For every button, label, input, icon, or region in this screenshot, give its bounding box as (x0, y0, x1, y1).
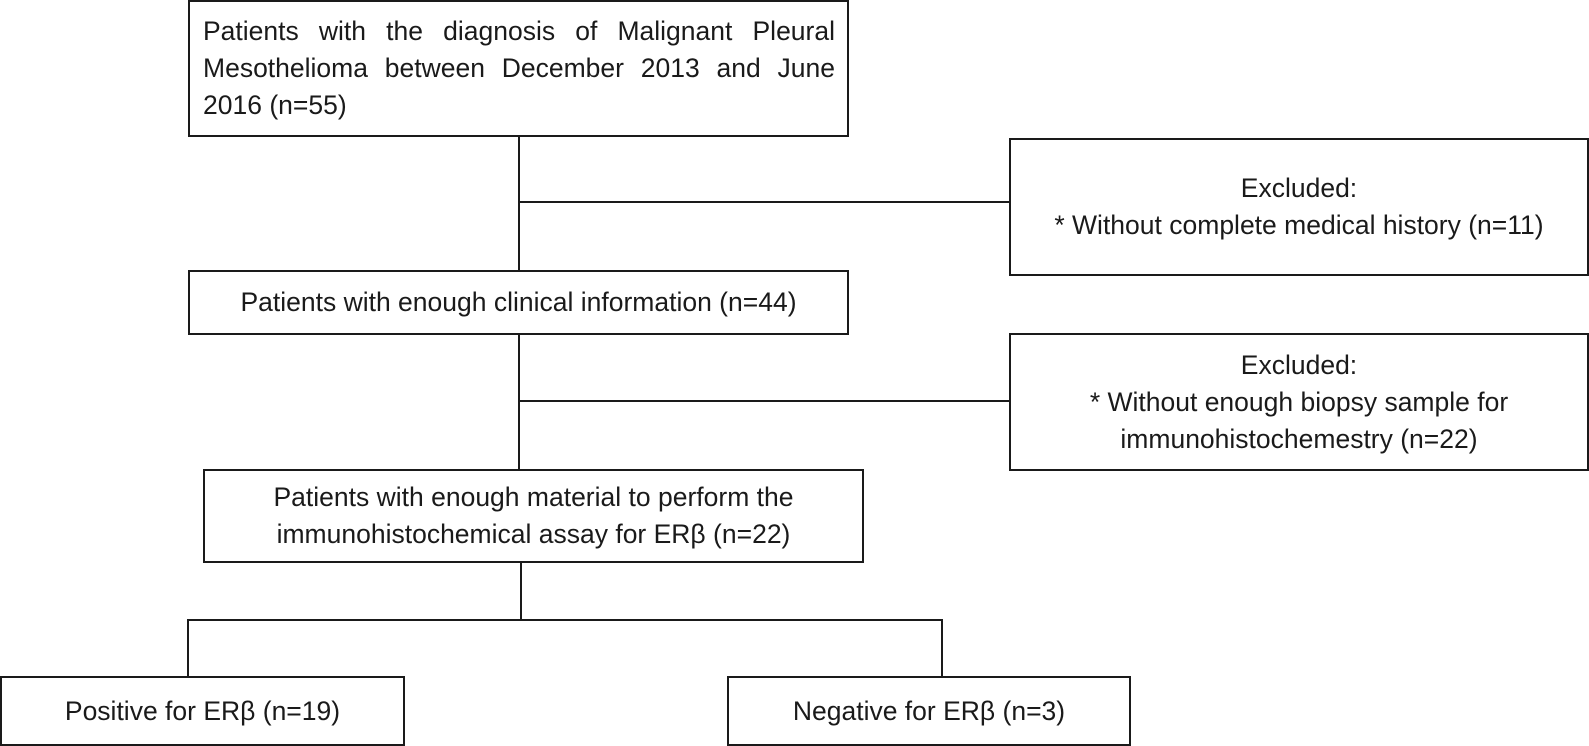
box-negative-erb-text: Negative for ERβ (n=3) (792, 695, 1066, 726)
connector-to-excluded-1 (518, 201, 1010, 203)
connector-material-down (520, 561, 522, 619)
connector-split-horizontal (187, 619, 943, 621)
box-clinical-information: Patients with enough clinical informatio… (188, 270, 849, 335)
box-negative-erb: Negative for ERβ (n=3) (727, 676, 1131, 746)
box-clinical-information-text: Patients with enough clinical informatio… (240, 287, 797, 317)
excluded-2-heading: Excluded: (1240, 349, 1358, 380)
excluded-1-reason: * Without complete medical history (n=11… (1054, 210, 1544, 240)
connector-to-excluded-2 (518, 400, 1010, 402)
box-material-assay-text: Patients with enough material to perform… (273, 482, 794, 549)
excluded-2-reason-line1: * Without enough biopsy sample for (1089, 386, 1509, 417)
connector-to-positive (187, 619, 189, 677)
connector-initial-to-clinical (518, 135, 520, 271)
excluded-1-heading: Excluded: (1240, 173, 1358, 203)
connector-to-negative (941, 619, 943, 677)
box-initial-patients-text: Patients with the diagnosis of Malignant… (203, 16, 835, 120)
box-initial-patients: Patients with the diagnosis of Malignant… (188, 0, 849, 137)
box-material-assay: Patients with enough material to perform… (203, 469, 864, 563)
box-positive-erb-text: Positive for ERβ (n=19) (64, 695, 341, 726)
box-positive-erb: Positive for ERβ (n=19) (0, 676, 405, 746)
box-excluded-1: Excluded: * Without complete medical his… (1009, 138, 1589, 276)
box-excluded-2: Excluded: * Without enough biopsy sample… (1009, 333, 1589, 471)
excluded-2-reason-line2: immunohistochemestry (n=22) (1120, 423, 1478, 454)
